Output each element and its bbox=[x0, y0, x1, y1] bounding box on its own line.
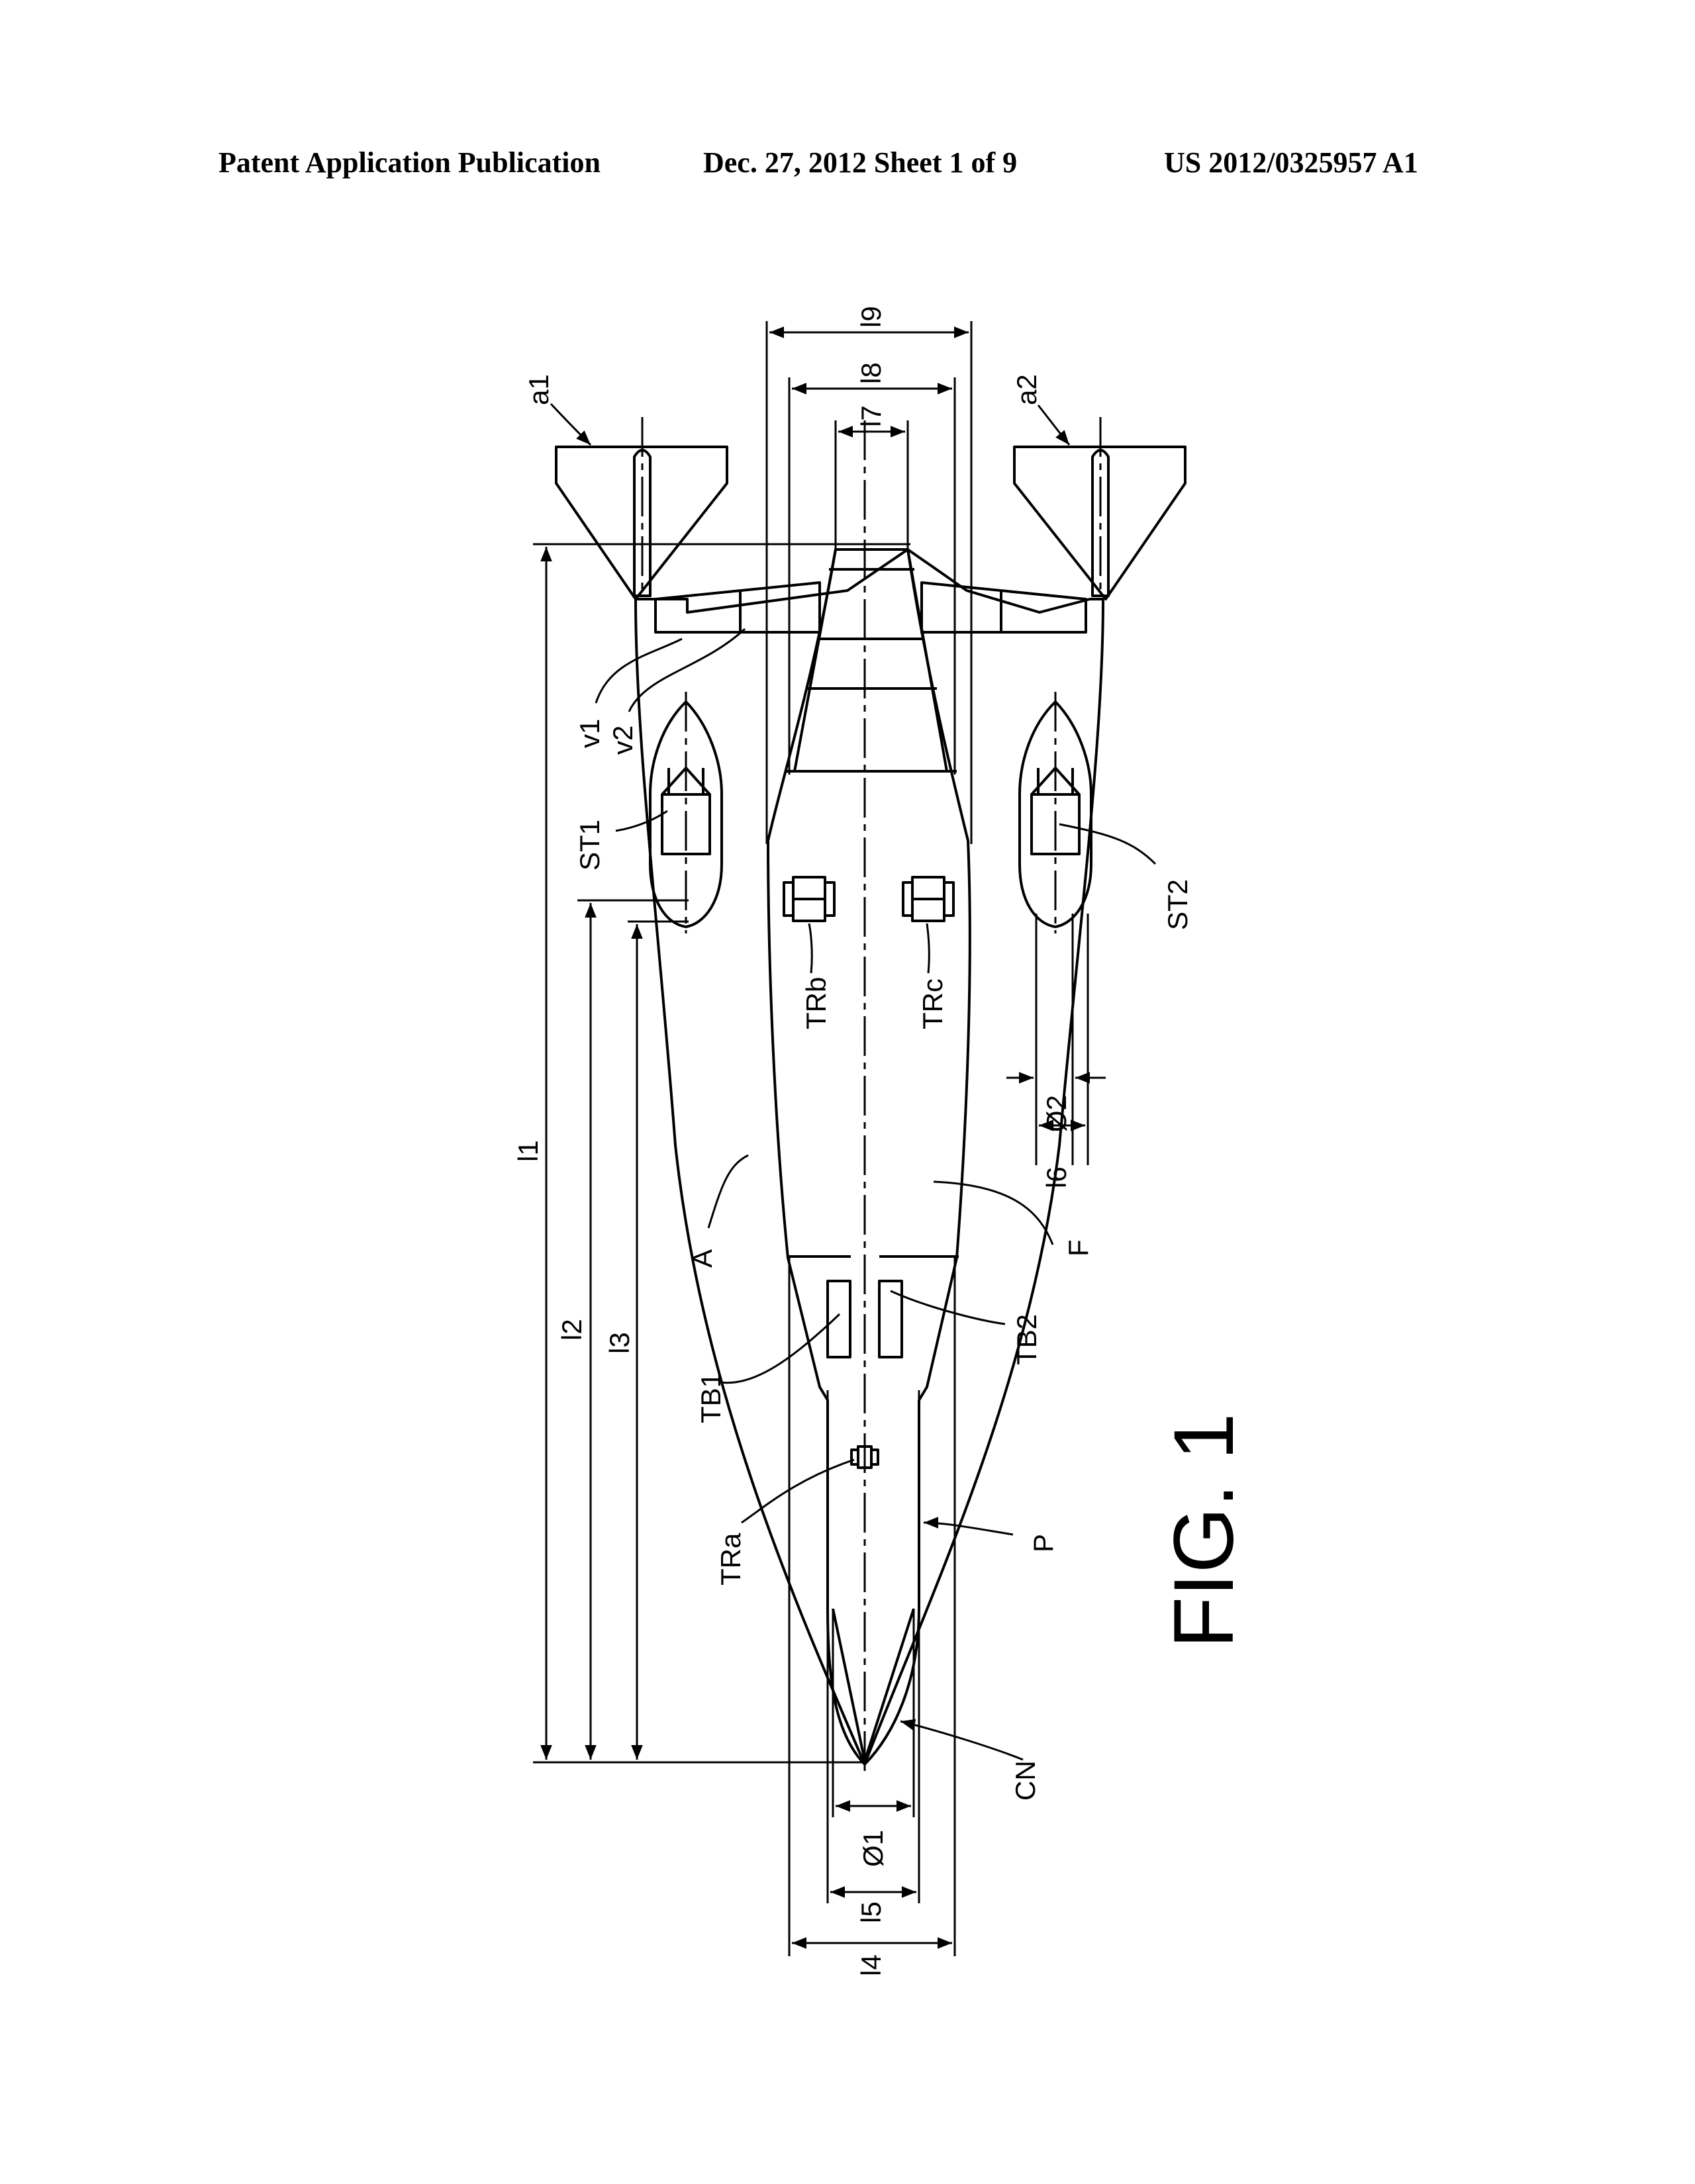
label-v1: v1 bbox=[574, 719, 605, 748]
leader-st1 bbox=[615, 810, 668, 832]
centerlines bbox=[641, 417, 1102, 1774]
stabilizer-st2 bbox=[1018, 700, 1092, 928]
label-l9: l9 bbox=[855, 306, 887, 328]
label-trc: TRc bbox=[917, 978, 948, 1029]
label-a: A bbox=[687, 1249, 718, 1268]
label-l2: l2 bbox=[556, 1319, 587, 1341]
label-tra: TRa bbox=[715, 1533, 746, 1586]
tail-fin-a1 bbox=[555, 446, 728, 600]
label-a1: a1 bbox=[523, 374, 554, 405]
label-trb: TRb bbox=[800, 977, 832, 1029]
nose-line-left bbox=[832, 1608, 866, 1762]
vent-panel-left bbox=[654, 581, 821, 634]
label-l1: l1 bbox=[512, 1140, 544, 1162]
leader-trb bbox=[808, 923, 813, 974]
label-d2: Ø2 bbox=[1041, 1095, 1072, 1132]
dimension-lines bbox=[533, 321, 1089, 1956]
label-a2: a2 bbox=[1011, 374, 1042, 405]
leader-tb1 bbox=[720, 1313, 841, 1384]
leader-a1 bbox=[550, 403, 592, 446]
label-st1: ST1 bbox=[574, 820, 605, 871]
label-l3: l3 bbox=[604, 1332, 635, 1354]
leader-a bbox=[707, 1154, 749, 1229]
fuselage-outline bbox=[767, 548, 971, 1766]
label-tb2: TB2 bbox=[1011, 1314, 1042, 1365]
header-publication: Patent Application Publication bbox=[218, 146, 601, 179]
dimension-arrows bbox=[540, 326, 1106, 1949]
boom-right bbox=[1091, 449, 1110, 597]
label-p: P bbox=[1028, 1534, 1059, 1552]
tail-fin-a2 bbox=[1013, 446, 1186, 600]
reference-labels: a1 a2 v1 v2 ST1 ST2 TRb TRc A F TB1 TB2 … bbox=[523, 374, 1193, 1801]
leader-p bbox=[923, 1517, 1014, 1536]
module-tb2 bbox=[878, 1280, 903, 1358]
module-trb bbox=[783, 876, 836, 922]
label-l4: l4 bbox=[855, 1954, 887, 1976]
wing-root-right bbox=[906, 549, 948, 772]
header-number: US 2012/0325957 A1 bbox=[1164, 146, 1418, 179]
leader-st2 bbox=[1059, 823, 1157, 865]
label-l8: l8 bbox=[855, 362, 887, 384]
label-f: F bbox=[1063, 1239, 1094, 1257]
label-l7: l7 bbox=[855, 405, 887, 427]
leader-trc bbox=[926, 923, 930, 974]
leader-f bbox=[933, 1180, 1054, 1245]
label-tb1: TB1 bbox=[695, 1372, 726, 1423]
figure-caption: FIG. 1 bbox=[1157, 1413, 1251, 1648]
dimension-labels: l1 l2 l3 l9 l8 l7 l4 l5 Ø1 Ø2 l6 bbox=[512, 306, 1072, 1976]
leader-lines bbox=[550, 403, 1157, 1761]
leader-v2 bbox=[628, 628, 746, 712]
label-st2: ST2 bbox=[1162, 879, 1193, 930]
label-v2: v2 bbox=[607, 726, 638, 755]
wing-root-left bbox=[793, 549, 837, 772]
label-d1: Ø1 bbox=[857, 1830, 889, 1867]
leader-tra bbox=[741, 1458, 855, 1524]
label-l5: l5 bbox=[855, 1901, 887, 1923]
aircraft-body bbox=[555, 446, 1186, 1766]
leader-a2 bbox=[1037, 404, 1071, 446]
stabilizer-st1 bbox=[649, 700, 723, 928]
module-trc bbox=[902, 876, 955, 922]
leader-cn bbox=[900, 1719, 1024, 1761]
header-date-sheet: Dec. 27, 2012 Sheet 1 of 9 bbox=[703, 146, 1018, 179]
leader-v1 bbox=[595, 638, 683, 704]
nose-line-right bbox=[863, 1608, 915, 1762]
module-tb1 bbox=[826, 1280, 851, 1358]
label-cn: CN bbox=[1010, 1760, 1041, 1801]
boom-left bbox=[633, 449, 652, 597]
label-l6: l6 bbox=[1041, 1166, 1072, 1188]
leader-tb2 bbox=[890, 1290, 1006, 1325]
vent-panel-right bbox=[920, 581, 1087, 634]
